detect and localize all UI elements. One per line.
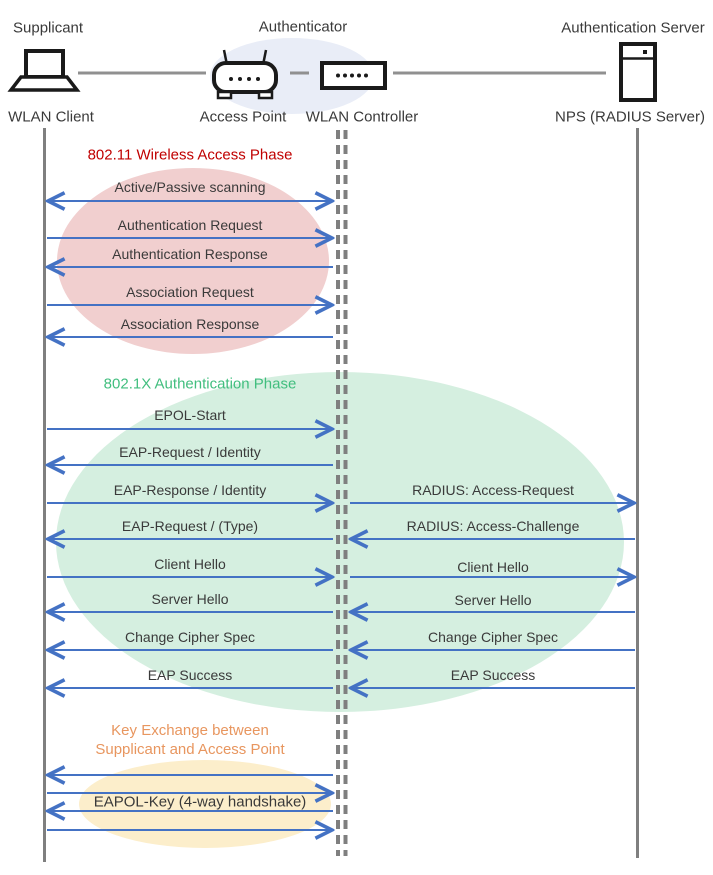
wlan-controller-icon xyxy=(320,61,387,90)
message-label: Association Request xyxy=(126,284,254,300)
message-label: Change Cipher Spec xyxy=(428,629,558,645)
phase1-ellipse xyxy=(57,168,329,354)
device-label-wlan-controller: WLAN Controller xyxy=(305,108,419,126)
access-point-icon xyxy=(212,49,278,100)
message-label: EAPOL-Key (4-way handshake) xyxy=(93,793,307,811)
phase2-title: 802.1X Authentication Phase xyxy=(103,375,297,393)
phase1-title: 802.11 Wireless Access Phase xyxy=(87,146,293,164)
phase3-title: Key Exchange between Supplicant and Acce… xyxy=(95,721,284,759)
authenticator-lifeline-dashed xyxy=(336,130,348,856)
role-label-authentication-server: Authentication Server xyxy=(561,19,705,37)
message-label: Server Hello xyxy=(151,591,229,607)
message-label: RADIUS: Access-Request xyxy=(412,482,574,498)
phase3-title-line2: Supplicant and Access Point xyxy=(95,741,285,758)
message-label: RADIUS: Access-Challenge xyxy=(406,518,580,534)
device-label-access-point: Access Point xyxy=(199,108,287,126)
phase3-title-line1: Key Exchange between xyxy=(111,722,269,739)
authenticator-group-ellipse xyxy=(210,38,374,114)
message-label: EAP Success xyxy=(450,667,536,683)
message-label: Client Hello xyxy=(154,556,226,572)
message-label: EAP-Request / (Type) xyxy=(121,518,259,534)
message-label: Authentication Request xyxy=(117,217,263,233)
message-label: EAP-Response / Identity xyxy=(113,482,267,498)
message-label: Active/Passive scanning xyxy=(114,179,266,195)
server-icon xyxy=(619,42,657,102)
message-label: EPOL-Start xyxy=(154,407,226,423)
message-label: Authentication Response xyxy=(112,246,268,262)
device-label-nps: NPS (RADIUS Server) xyxy=(554,108,706,126)
message-label: EAP Success xyxy=(147,667,233,683)
laptop-icon xyxy=(7,49,81,92)
device-label-wlan-client: WLAN Client xyxy=(8,108,94,126)
role-label-authenticator: Authenticator xyxy=(258,18,348,36)
phase3-ellipse xyxy=(79,760,331,848)
message-label: Client Hello xyxy=(457,559,529,575)
message-label: Association Response xyxy=(120,316,260,332)
role-label-supplicant: Supplicant xyxy=(13,19,84,37)
message-label: Change Cipher Spec xyxy=(125,629,255,645)
message-label: Server Hello xyxy=(454,592,532,608)
message-label: EAP-Request / Identity xyxy=(119,444,261,460)
